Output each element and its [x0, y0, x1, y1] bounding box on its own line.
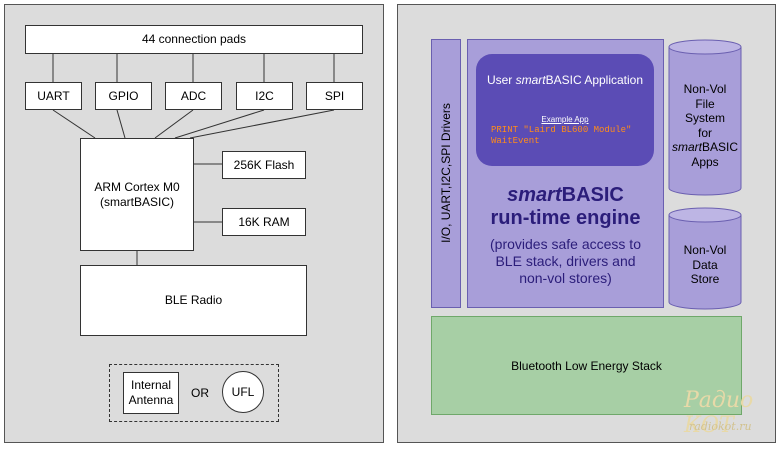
ds-line-2: Data: [692, 257, 718, 272]
ds-line-3: Store: [690, 272, 720, 286]
engine-title-em: smart: [507, 184, 562, 206]
engine-desc-3: non-vol stores): [519, 270, 612, 286]
code-line-2: WaitEvent: [491, 136, 540, 146]
internal-antenna-box: Internal Antenna: [123, 372, 179, 414]
fs-line-5-em: smart: [671, 140, 702, 154]
ram-label: 16K RAM: [238, 214, 290, 229]
engine-title-line2: run-time engine: [490, 207, 641, 229]
app-title-post: BASIC Application: [545, 73, 644, 87]
ble-radio-label: BLE Radio: [164, 293, 223, 307]
ufl-connector: UFL: [222, 371, 264, 413]
or-label: OR: [191, 386, 209, 400]
drivers-label: I/O, UART,I2C,SPI Drivers: [439, 103, 453, 243]
drivers-column: [431, 39, 461, 308]
ble-radio-box: BLE Radio: [80, 265, 307, 336]
internal-antenna-label-1: Internal: [130, 378, 172, 392]
connection-pads-label: 44 connection pads: [141, 32, 247, 46]
app-title-pre: User: [486, 73, 516, 87]
flash-box: 256K Flash: [222, 151, 306, 179]
ds-line-1: Non-Vol: [683, 243, 727, 257]
code-line-1: PRINT "Laird BL600 Module": [491, 125, 632, 135]
fs-line-1: Non-Vol: [683, 82, 727, 96]
gpio-label: GPIO: [108, 88, 139, 103]
ble-stack-label: Bluetooth Low Energy Stack: [511, 358, 662, 373]
file-system-cylinder: [668, 39, 742, 196]
flash-label: 256K Flash: [233, 157, 295, 172]
spi-box: SPI: [306, 82, 363, 110]
cpu-sublabel: (smartBASIC): [99, 194, 174, 209]
app-title: User smartBASIC Application: [476, 73, 654, 87]
ble-stack-block: Bluetooth Low Energy Stack: [431, 316, 742, 415]
user-app-block: User smartBASIC Application Example App …: [476, 54, 654, 166]
internal-antenna-label-2: Antenna: [128, 393, 174, 407]
example-app-label: Example App: [541, 115, 589, 124]
engine-desc-2: BLE stack, drivers and: [495, 253, 636, 269]
adc-box: ADC: [165, 82, 222, 110]
fs-line-6: Apps: [691, 154, 719, 169]
connection-pads-box: 44 connection pads: [25, 25, 363, 54]
uart-label: UART: [37, 88, 70, 103]
hardware-block-diagram: [4, 4, 384, 443]
data-store-cylinder: [668, 207, 742, 310]
fs-line-5-rest: BASIC: [701, 140, 738, 154]
watermark-url: radiokot.ru: [689, 420, 752, 433]
adc-label: ADC: [180, 88, 207, 103]
ram-box: 16K RAM: [222, 208, 306, 236]
cpu-box: ARM Cortex M0 (smartBASIC): [80, 138, 194, 251]
app-title-em: smart: [515, 73, 546, 87]
spi-label: SPI: [324, 88, 345, 103]
i2c-label: I2C: [255, 88, 274, 103]
file-system-label: Non-Vol File System for smartBASIC Apps: [668, 82, 742, 169]
engine-title: smartBASIC run-time engine: [467, 184, 664, 230]
engine-description: (provides safe access to BLE stack, driv…: [467, 236, 664, 287]
i2c-box: I2C: [236, 82, 293, 110]
watermark-title: Радио КОТ: [684, 388, 754, 438]
cpu-label: ARM Cortex M0: [94, 179, 180, 194]
engine-title-rest: BASIC: [561, 184, 624, 206]
data-store-label: Non-Vol Data Store: [668, 243, 742, 287]
engine-desc-1: (provides safe access to: [490, 236, 641, 252]
fs-line-2: File: [695, 96, 715, 111]
gpio-box: GPIO: [95, 82, 152, 110]
antenna-options-group: [109, 364, 279, 422]
ufl-label: UFL: [231, 385, 255, 399]
fs-line-3: System: [684, 111, 725, 125]
fs-line-4: for: [697, 125, 712, 140]
uart-box: UART: [25, 82, 82, 110]
